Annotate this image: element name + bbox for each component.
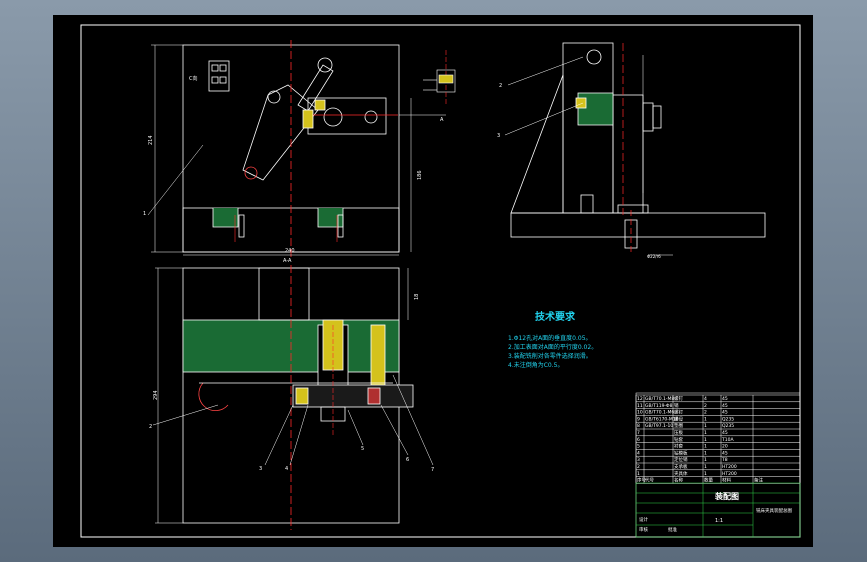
parts-cell: T10A [721, 437, 734, 443]
parts-cell: 1 [637, 471, 640, 477]
c-view-detail [423, 50, 456, 105]
parts-cell: 1 [704, 457, 707, 463]
dim-inner: 18 [414, 294, 420, 300]
section-label: A-A [283, 258, 292, 264]
parts-cell: GB/T70.1-M6 [645, 410, 674, 416]
parts-cell: 4 [704, 396, 707, 402]
parts-cell: 夹具体 [674, 470, 688, 477]
parts-cell: 2 [704, 410, 707, 416]
parts-cell: GB/T6170-M10 [645, 416, 679, 422]
balloon-side-2: 2 [499, 83, 502, 89]
parts-cell: 4 [637, 450, 640, 456]
parts-cell: 2 [704, 403, 707, 409]
sign-review: 审核 [639, 526, 648, 533]
parts-cell: 11 [637, 403, 643, 409]
dim-height-right: 186 [417, 170, 423, 180]
parts-cell: 6 [637, 437, 640, 443]
balloon-section-6: 6 [406, 457, 409, 463]
balloon-section-4: 4 [285, 466, 288, 472]
dim-height-left: 214 [148, 135, 154, 145]
balloon-section-2: 2 [149, 424, 152, 430]
dim-width: 240 [285, 248, 295, 254]
parts-cell: 9 [637, 416, 640, 422]
parts-cell: 支承板 [674, 463, 688, 470]
dim-side-note: Φ22/r6 [647, 254, 661, 259]
parts-cell: 45 [722, 450, 728, 456]
parts-cell: HT200 [722, 471, 737, 477]
parts-cell: 名称 [674, 477, 683, 484]
tech-title: 技术要求 [535, 310, 576, 323]
parts-cell: 20 [722, 444, 728, 450]
parts-cell: 1 [704, 430, 707, 436]
parts-cell: T8 [721, 457, 728, 463]
sign-design: 设计 [639, 516, 648, 523]
parts-cell: 10 [637, 410, 643, 416]
tech-item-1: 1.Φ12孔对A面的垂直度0.05。 [508, 334, 592, 342]
parts-cell: 45 [722, 410, 728, 416]
parts-cell: 钻套 [674, 436, 683, 443]
balloon-side-3: 3 [497, 133, 500, 139]
parts-cell: 2 [637, 464, 640, 470]
side-view [510, 42, 766, 249]
drawing-frame [80, 24, 801, 538]
parts-cell: 数量 [704, 477, 713, 484]
balloon-1: 1 [143, 211, 146, 217]
parts-cell: 钻模板 [674, 449, 688, 456]
parts-cell: 垫圈 [674, 422, 683, 429]
parts-cell: 3 [637, 457, 640, 463]
dim-lower-height: 294 [153, 390, 159, 400]
parts-cell: 衬套 [674, 443, 683, 450]
sign-approve: 批准 [668, 526, 677, 533]
tech-item-3: 3.装配铣削对各零件选择润滑。 [508, 352, 592, 360]
parts-cell: HT200 [722, 464, 737, 470]
parts-cell: 材料 [722, 477, 731, 484]
parts-cell: 1 [704, 444, 707, 450]
parts-cell: 1 [704, 464, 707, 470]
parts-cell: 1 [704, 416, 707, 422]
title-block-title: 装配图 [714, 491, 739, 501]
parts-cell: 备注 [754, 477, 763, 484]
parts-cell: Q235 [722, 416, 734, 422]
title-block [635, 392, 801, 538]
balloon-section-7: 7 [431, 467, 434, 473]
balloon-section-5: 5 [361, 446, 364, 452]
parts-cell: 8 [637, 423, 640, 429]
section-view [182, 267, 414, 524]
tech-item-2: 2.加工表面对A面的平行度0.02。 [508, 343, 597, 351]
parts-cell: 45 [722, 403, 728, 409]
parts-cell: 45 [722, 396, 728, 402]
parts-cell: 7 [637, 430, 640, 436]
parts-cell: 代号 [645, 477, 654, 484]
parts-cell: GB/T97.1-10 [645, 423, 673, 429]
parts-cell: 1 [704, 450, 707, 456]
balloon-section-3: 3 [259, 466, 262, 472]
parts-cell: GB/T119-Φ8 [645, 403, 673, 409]
parts-cell: 序号 [637, 477, 646, 484]
tech-item-4: 4.未注倒角为C0.5。 [508, 361, 563, 369]
parts-cell: 销 [674, 402, 679, 409]
title-block-subtitle: 铣床夹具装配总图 [756, 507, 792, 514]
parts-cell: 螺钉 [674, 409, 683, 416]
parts-cell: 螺母 [674, 415, 683, 422]
view-c-label: C向 [189, 75, 198, 82]
parts-cell: 1 [704, 423, 707, 429]
parts-cell: 5 [637, 444, 640, 450]
parts-cell: 螺钉 [674, 395, 683, 402]
parts-cell: 12 [637, 396, 643, 402]
parts-cell: 45 [722, 430, 728, 436]
parts-cell: GB/T70.1-M8 [645, 396, 674, 402]
drawing-canvas: 214 240 186 A C向 1 2 3 Φ22/r6 A-A [53, 15, 813, 547]
parts-cell: 1 [704, 437, 707, 443]
parts-cell: Q235 [722, 423, 734, 429]
assembly-drawing: 214 240 186 A C向 1 2 3 Φ22/r6 A-A [80, 24, 801, 538]
parts-cell: 压板 [674, 429, 683, 436]
parts-cell: 定位销 [674, 456, 688, 463]
title-block-scale: 1:1 [715, 518, 723, 524]
datum-a-label: A [440, 117, 444, 123]
parts-cell: 1 [704, 471, 707, 477]
